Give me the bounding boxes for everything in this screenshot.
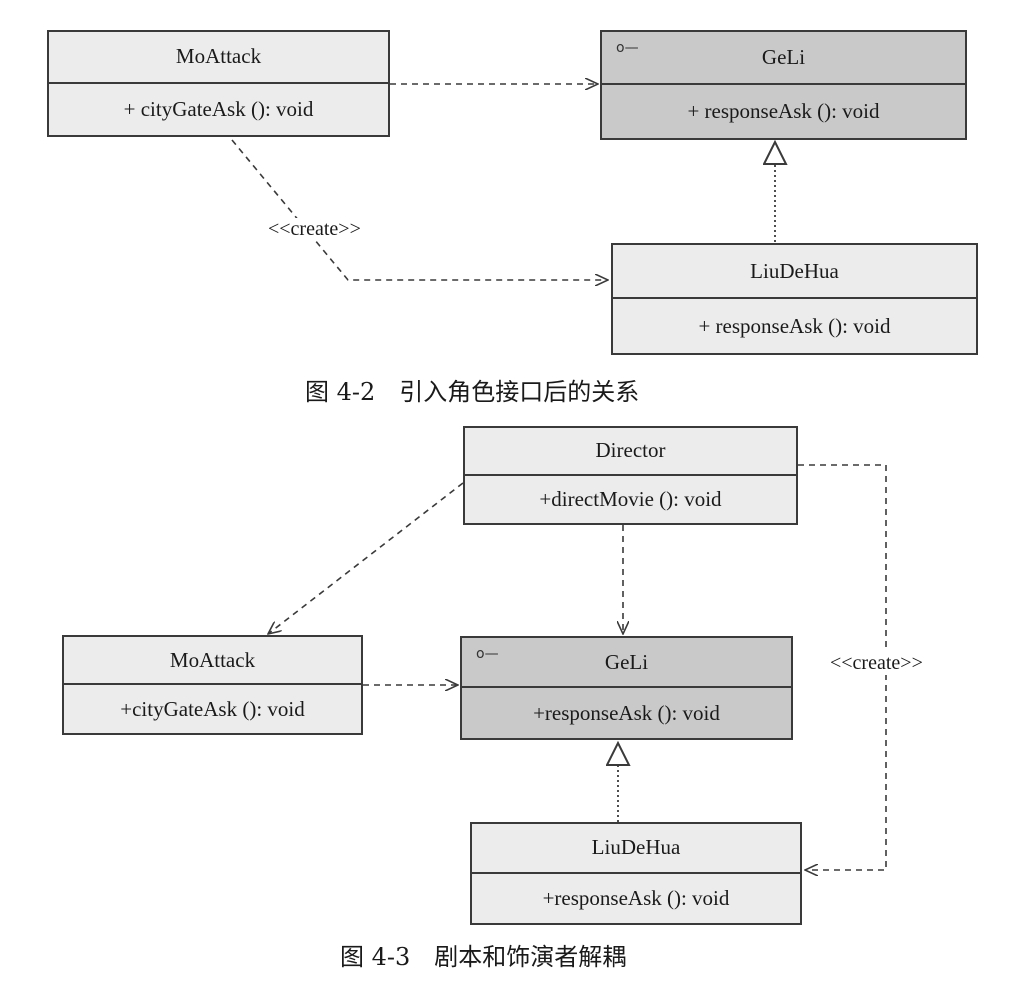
fig1-moattack-class: MoAttack + cityGateAsk (): void [47,30,390,137]
fig2-caption: 图 4-3 剧本和饰演者解耦 [340,943,627,971]
interface-icon: o— [616,40,639,56]
class-name: LiuDeHua [472,824,800,874]
fig2-create-stereotype: <<create>> [828,652,925,675]
interface-operation: +responseAsk (): void [533,700,720,725]
class-operation: +cityGateAsk (): void [120,696,305,721]
class-operation: + responseAsk (): void [698,313,891,338]
fig1-moattack-create-liudehua [231,139,608,280]
fig2-director-class: Director +directMovie (): void [463,426,798,525]
class-operation: +directMovie (): void [539,486,722,511]
fig1-caption: 图 4-2 引入角色接口后的关系 [305,378,640,406]
fig1-liudehua-class: LiuDeHua + responseAsk (): void [611,243,978,355]
interface-name: GeLi [462,638,791,688]
interface-operation: + responseAsk (): void [687,99,880,123]
fig2-liudehua-class: LiuDeHua +responseAsk (): void [470,822,802,925]
interface-icon: o— [476,646,499,662]
class-name: MoAttack [64,637,361,685]
class-operation: + cityGateAsk (): void [123,96,314,121]
fig2-geli-interface: o— GeLi +responseAsk (): void [460,636,793,740]
fig2-moattack-class: MoAttack +cityGateAsk (): void [62,635,363,735]
class-name: MoAttack [49,32,388,84]
class-name: LiuDeHua [613,245,976,299]
class-name: Director [465,428,796,476]
fig2-director-to-moattack-dependency [268,482,464,634]
fig1-geli-interface: o— GeLi + responseAsk (): void [600,30,967,140]
fig1-create-stereotype: <<create>> [266,218,363,241]
class-operation: +responseAsk (): void [542,885,730,910]
interface-name: GeLi [602,32,965,85]
